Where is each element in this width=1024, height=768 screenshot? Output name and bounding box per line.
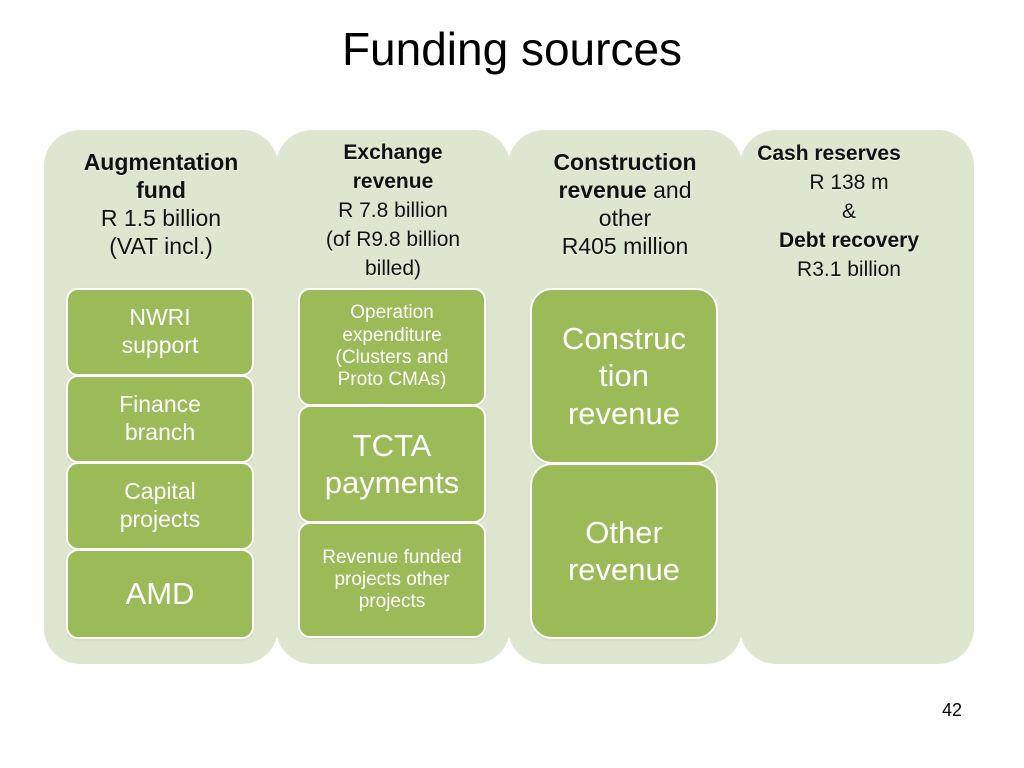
header-line: fund bbox=[136, 177, 186, 204]
header-line: R 138 m bbox=[809, 170, 889, 194]
header-line: Construction bbox=[553, 149, 697, 175]
box-label: Revenue funded projects other projects bbox=[322, 547, 462, 612]
column-augmentation-fund: Augmentation fund R 1.5 billion (VAT inc… bbox=[44, 130, 278, 664]
box-label: NWRI support bbox=[121, 304, 199, 358]
page-number: 42 bbox=[941, 700, 962, 720]
box-label: AMD bbox=[125, 576, 195, 612]
box-amd: AMD bbox=[66, 549, 254, 639]
header-line: R3.1 billion bbox=[797, 257, 901, 281]
box-label: Capital projects bbox=[119, 478, 201, 532]
box-construction-revenue: Construc tion revenue bbox=[530, 288, 718, 464]
header-line: Augmentation bbox=[83, 149, 239, 175]
header-line: and bbox=[653, 177, 692, 204]
box-label: Finance branch bbox=[119, 391, 201, 445]
header-line: R 1.5 billion bbox=[100, 205, 222, 232]
header-line: & bbox=[841, 199, 856, 223]
box-label: Other revenue bbox=[567, 514, 681, 587]
header-line: revenue bbox=[352, 169, 434, 193]
header-line: R 7.8 billion bbox=[338, 198, 448, 222]
header-line: revenue bbox=[558, 177, 647, 204]
header-line: other bbox=[598, 205, 652, 232]
column-header: Exchange revenue R 7.8 billion (of R9.8 … bbox=[276, 139, 510, 284]
column-cash-reserves: Cash reserves R 138 m & Debt recovery R3… bbox=[740, 130, 974, 664]
header-line: Exchange bbox=[343, 141, 443, 164]
box-label: TCTA payments bbox=[324, 427, 460, 500]
slide-title: Funding sources bbox=[341, 23, 683, 75]
box-nwri-support: NWRI support bbox=[66, 288, 254, 376]
column-exchange-revenue: Exchange revenue R 7.8 billion (of R9.8 … bbox=[276, 130, 510, 664]
header-line: Cash reserves bbox=[757, 142, 901, 165]
box-operation-expenditure: Operation expenditure (Clusters and Prot… bbox=[298, 288, 486, 406]
header-line: Debt recovery bbox=[778, 228, 920, 252]
box-label: Construc tion revenue bbox=[561, 321, 687, 431]
box-capital-projects: Capital projects bbox=[66, 462, 254, 550]
column-header: Cash reserves R 138 m & Debt recovery R3… bbox=[732, 140, 966, 285]
column-construction-revenue: Construction revenue and other R405 mill… bbox=[508, 130, 742, 664]
header-line: (VAT incl.) bbox=[109, 233, 213, 260]
column-header: Augmentation fund R 1.5 billion (VAT inc… bbox=[44, 148, 278, 260]
box-other-revenue: Other revenue bbox=[530, 463, 718, 639]
column-header: Construction revenue and other R405 mill… bbox=[508, 148, 742, 260]
box-revenue-funded-projects: Revenue funded projects other projects bbox=[298, 522, 486, 638]
box-tcta-payments: TCTA payments bbox=[298, 405, 486, 523]
box-finance-branch: Finance branch bbox=[66, 375, 254, 463]
header-line: R405 million bbox=[561, 233, 689, 260]
header-line: billed) bbox=[364, 256, 422, 280]
header-line: (of R9.8 billion bbox=[325, 227, 461, 251]
box-label: Operation expenditure (Clusters and Prot… bbox=[335, 302, 449, 391]
